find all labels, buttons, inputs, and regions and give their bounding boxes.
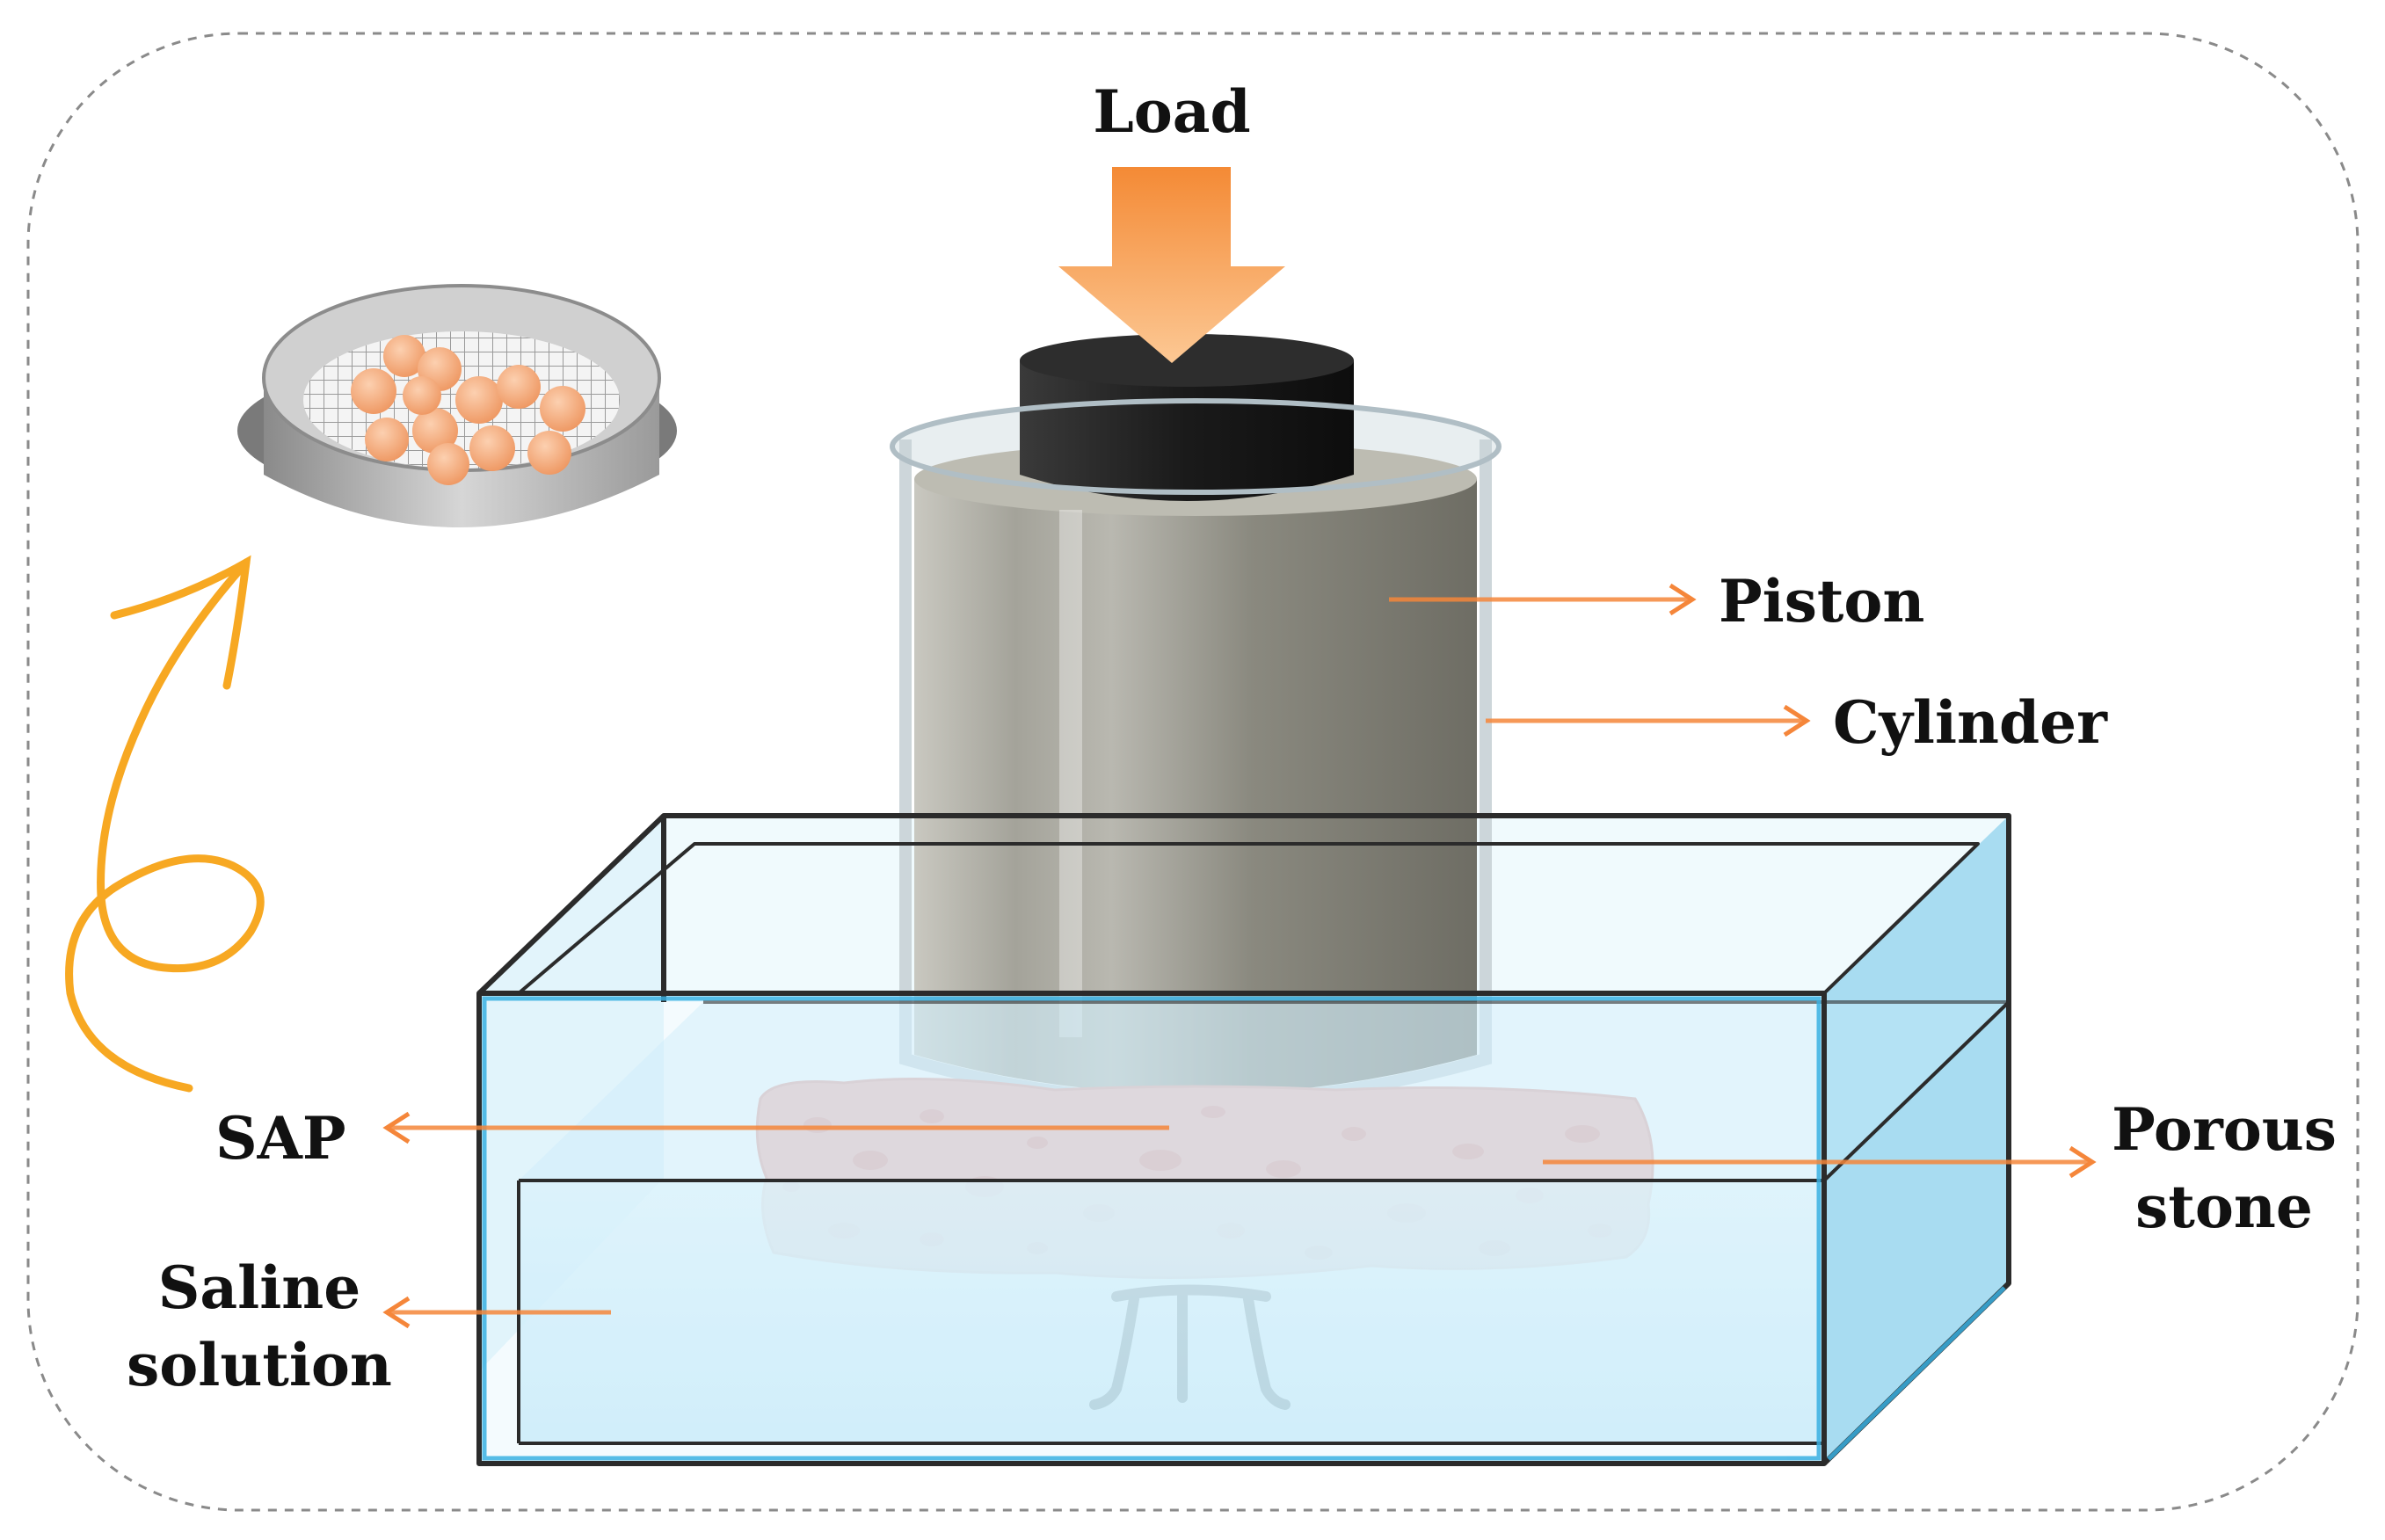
dashed-frame <box>26 32 2360 1512</box>
down-arrow-icon <box>1058 167 1285 363</box>
load-label: Load <box>1093 77 1250 146</box>
saline-label-line2: solution <box>127 1331 392 1399</box>
saline-label-line1: Saline <box>158 1253 361 1322</box>
porous-label-line1: Porous <box>2112 1095 2337 1164</box>
sap-beads <box>351 335 585 485</box>
swirl-arrow-icon <box>65 555 265 1093</box>
cylinder-label: Cylinder <box>1833 688 2108 757</box>
piston-label: Piston <box>1719 567 1924 636</box>
piston-cap <box>1020 360 1354 501</box>
porous-label-line2: stone <box>2135 1173 2313 1241</box>
load-arrow <box>1058 167 1285 363</box>
callout-arrows <box>382 583 2097 1329</box>
sap-label: SAP <box>215 1104 346 1173</box>
sieve-with-beads-icon <box>237 284 677 527</box>
saline-tank <box>479 993 2009 1464</box>
cylinder-assembly <box>890 334 1502 1108</box>
